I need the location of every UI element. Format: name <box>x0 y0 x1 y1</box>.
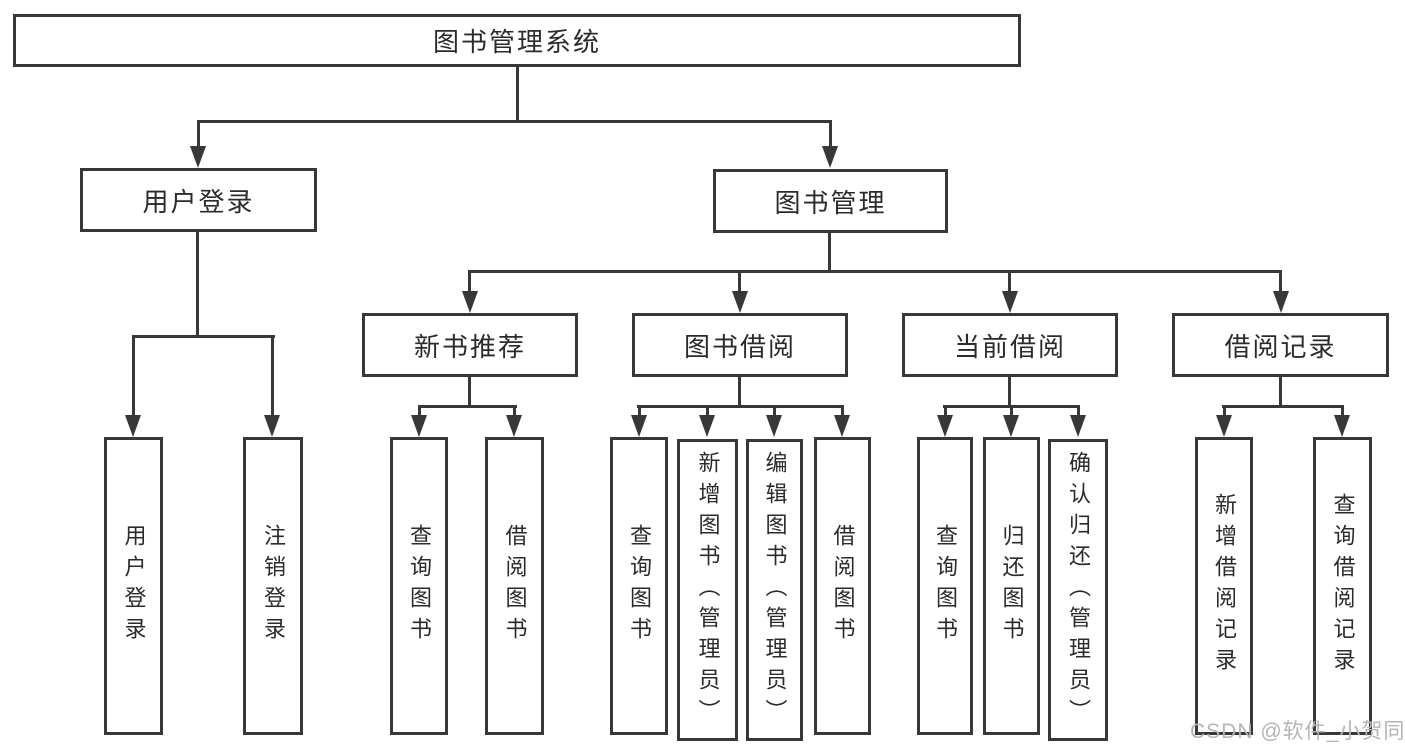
connector-user-login-horizontal <box>132 335 275 338</box>
connector-book-borrow-horizontal <box>637 405 844 408</box>
leaf-return-book-label: 归还图书 <box>999 524 1025 648</box>
connector-user-login-drop <box>196 232 199 335</box>
csdn-watermark: CSDN @软件_小贺同学 <box>1190 720 1405 743</box>
leaf-query-borrow-record-label: 查询借阅记录 <box>1330 493 1356 679</box>
arrow-down-icon <box>766 415 782 437</box>
arrow-down-icon <box>1216 415 1232 437</box>
connector-leaf-stem <box>1010 405 1013 419</box>
node-user-login-label: 用户登录 <box>142 186 255 217</box>
leaf-borrow-book-recommend-label: 借阅图书 <box>502 524 528 648</box>
connector-borrow-record-stem <box>1279 270 1282 295</box>
connector-new-book-stem <box>468 270 471 295</box>
connector-leaf-stem <box>944 405 947 419</box>
arrow-down-icon <box>1002 291 1018 313</box>
connector-leaf-stem <box>1341 405 1344 419</box>
arrow-down-icon <box>822 146 838 168</box>
connector-leaf-stem <box>706 405 709 419</box>
node-new-book-recommend: 新书推荐 <box>362 313 578 377</box>
connector-new-book-horizontal <box>418 405 517 408</box>
connector-current-borrow-stem <box>1008 270 1011 295</box>
connector-leaf-stem <box>638 405 641 419</box>
connector-root-drop <box>516 67 519 120</box>
connector-book-borrow-stem <box>738 270 741 295</box>
leaf-query-borrow-record: 查询借阅记录 <box>1313 437 1372 735</box>
leaf-borrow-book-recommend: 借阅图书 <box>485 437 544 735</box>
leaf-return-book: 归还图书 <box>983 437 1040 735</box>
arrow-down-icon <box>732 291 748 313</box>
arrow-down-icon <box>699 415 715 437</box>
node-book-borrow: 图书借阅 <box>632 313 848 377</box>
leaf-confirm-return-admin: 确认归还（管理员） <box>1048 439 1108 741</box>
arrow-down-icon <box>1334 415 1350 437</box>
leaf-confirm-return-admin-label: 确认归还（管理员） <box>1066 450 1091 730</box>
leaf-user-login-label: 用户登录 <box>121 524 147 648</box>
arrow-down-icon <box>1070 415 1086 437</box>
node-book-management-label: 图书管理 <box>774 187 887 218</box>
leaf-logout-label: 注销登录 <box>261 524 286 648</box>
arrow-down-icon <box>411 415 427 437</box>
connector-root-horizontal <box>197 120 832 123</box>
node-root: 图书管理系统 <box>13 14 1021 67</box>
arrow-down-icon <box>631 415 647 437</box>
node-book-management: 图书管理 <box>713 169 948 233</box>
connector-new-book-drop <box>468 377 471 405</box>
leaf-query-book-current: 查询图书 <box>917 437 973 735</box>
node-current-borrow-label: 当前借阅 <box>953 331 1066 362</box>
leaf-add-book-admin: 新增图书（管理员） <box>677 439 738 741</box>
node-root-label: 图书管理系统 <box>432 27 601 57</box>
connector-current-borrow-drop <box>1008 377 1011 405</box>
arrow-down-icon <box>506 415 522 437</box>
arrow-down-icon <box>264 415 280 437</box>
leaf-query-book-current-label: 查询图书 <box>933 524 958 648</box>
connector-leaf-stem <box>1077 405 1080 419</box>
leaf-query-book-borrow-label: 查询图书 <box>627 524 652 648</box>
leaf-edit-book-admin-label: 编辑图书（管理员） <box>762 450 788 730</box>
leaf-borrow-book: 借阅图书 <box>814 437 871 735</box>
arrow-down-icon <box>937 415 953 437</box>
connector-user-login-stem <box>197 120 200 150</box>
leaf-add-borrow-record-label: 新增借阅记录 <box>1212 493 1237 679</box>
node-current-borrow: 当前借阅 <box>902 313 1118 377</box>
arrow-down-icon <box>190 146 206 168</box>
leaf-query-book-recommend: 查询图书 <box>390 437 448 735</box>
connector-leaf-stem <box>418 405 421 419</box>
connector-book-mgmt-stem <box>829 120 832 150</box>
node-new-book-recommend-label: 新书推荐 <box>413 331 526 362</box>
leaf-query-book-recommend-label: 查询图书 <box>407 524 432 648</box>
node-user-login: 用户登录 <box>80 168 317 232</box>
connector-leaf-stem <box>1223 405 1226 419</box>
leaf-borrow-book-label: 借阅图书 <box>830 524 856 648</box>
connector-leaf-stem <box>513 405 516 419</box>
connector-borrow-record-drop <box>1279 377 1282 405</box>
node-borrow-record: 借阅记录 <box>1172 313 1389 377</box>
leaf-logout: 注销登录 <box>243 437 303 735</box>
connector-ul-login-stem <box>132 335 135 420</box>
arrow-down-icon <box>1003 415 1019 437</box>
node-borrow-record-label: 借阅记录 <box>1224 331 1337 362</box>
leaf-add-borrow-record: 新增借阅记录 <box>1195 437 1253 735</box>
connector-ul-logout-stem <box>271 335 274 420</box>
leaf-query-book-borrow: 查询图书 <box>610 437 668 735</box>
leaf-edit-book-admin: 编辑图书（管理员） <box>746 439 803 741</box>
arrow-down-icon <box>834 415 850 437</box>
connector-leaf-stem <box>773 405 776 419</box>
connector-leaf-stem <box>841 405 844 419</box>
arrow-down-icon <box>125 415 141 437</box>
arrow-down-icon <box>1273 291 1289 313</box>
leaf-user-login: 用户登录 <box>104 437 163 735</box>
connector-borrow-record-horizontal <box>1222 405 1344 408</box>
connector-book-mgmt-horizontal <box>469 270 1282 273</box>
arrow-down-icon <box>462 291 478 313</box>
leaf-add-book-admin-label: 新增图书（管理员） <box>695 450 721 730</box>
connector-book-mgmt-drop <box>828 233 831 270</box>
node-book-borrow-label: 图书借阅 <box>683 331 796 362</box>
connector-book-borrow-drop <box>738 377 741 405</box>
